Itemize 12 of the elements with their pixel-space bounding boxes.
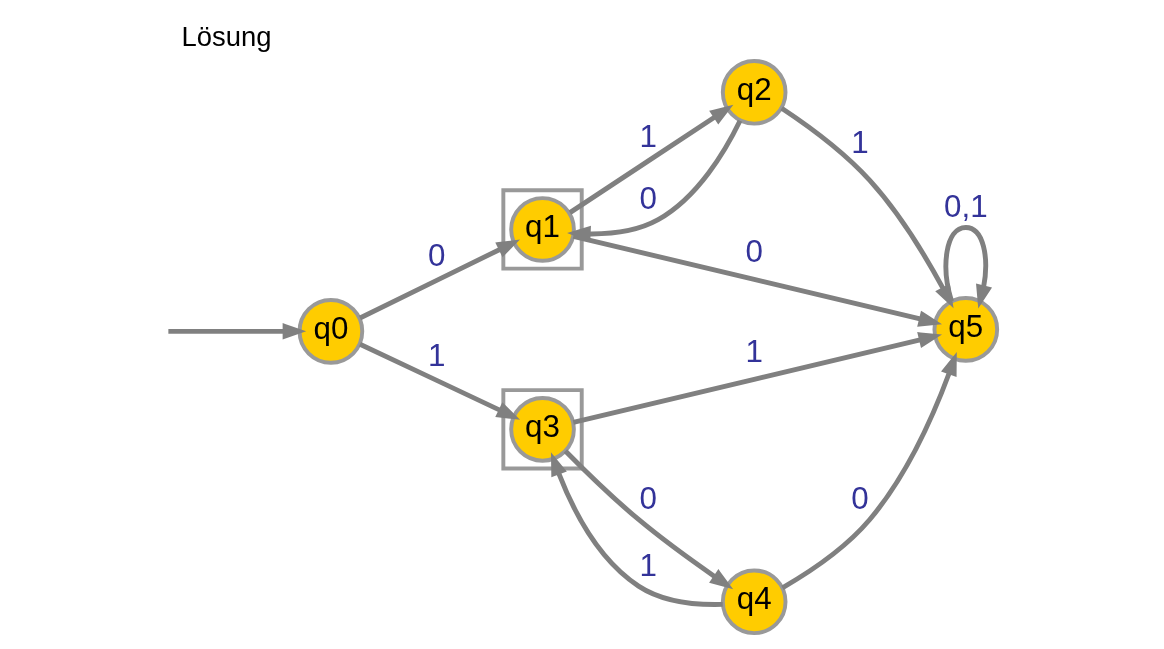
edge-label: 1 [639,118,658,154]
diagram-title: Lösung [181,20,272,52]
edge-label: 0,1 [944,189,988,225]
edge-label: 0 [851,481,869,517]
edge-label: 0 [639,481,658,517]
edge-label: 1 [851,124,869,160]
edge-label: 0 [639,181,658,217]
edge-label: 0 [428,238,446,274]
edge-label: 1 [639,547,658,583]
edge-label: 0 [745,234,763,270]
edge-label: 1 [428,338,446,374]
edge-label: 1 [745,334,763,370]
